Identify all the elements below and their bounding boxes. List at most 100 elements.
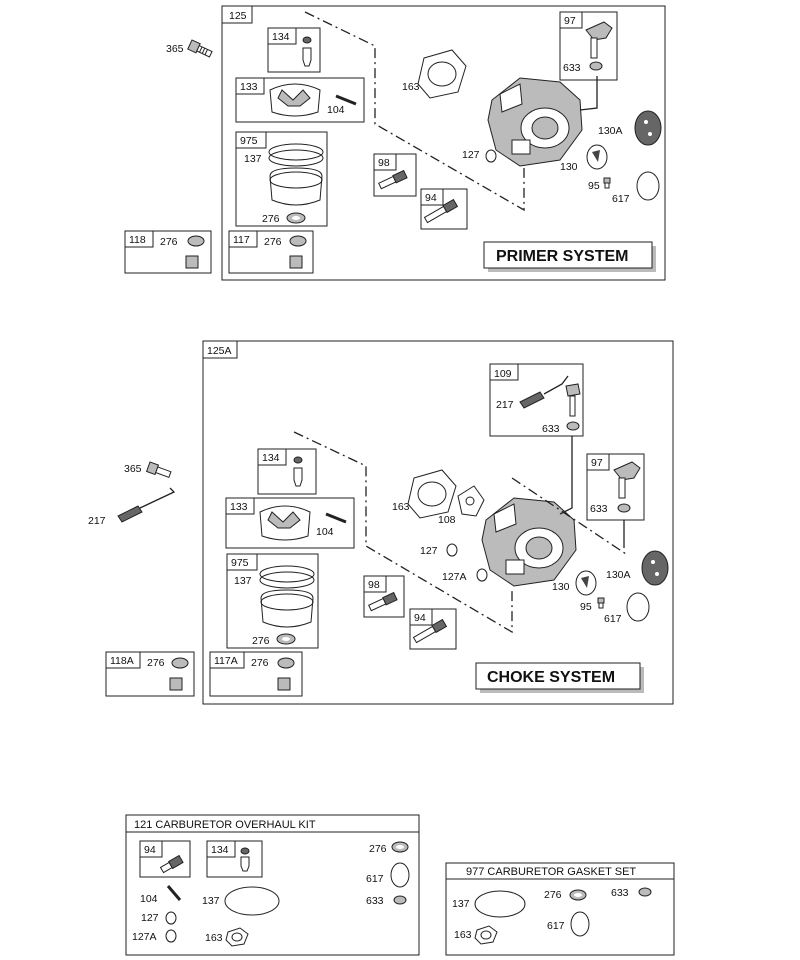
label-109: 109 [494,368,512,380]
primer-part-97: 97 633 [559,11,618,81]
choke-system-section: 125A 365 217 134 133 [88,340,674,705]
kit-part-94: 94 [139,840,191,878]
label-217: 217 [88,515,106,527]
primer-part-617: 617 [612,171,660,205]
label-127: 127 [420,545,438,557]
label-137: 137 [234,575,252,587]
label-276: 276 [251,657,269,669]
label-127A: 127A [442,571,467,583]
choke-dash-line-2 [511,477,627,555]
label-127: 127 [462,149,480,161]
label-276: 276 [264,236,282,248]
choke-part-133: 133 104 [225,497,355,549]
choke-part-217: 217 [88,487,176,527]
choke-part-130A: 130A [606,550,669,586]
choke-ref-label: 125A [207,345,232,357]
kit-part-127: 127 [141,911,177,925]
choke-part-108: 108 [438,485,485,526]
label-276: 276 [544,889,562,901]
choke-part-117A: 117A 276 [209,651,303,697]
primer-part-117: 117 276 [228,230,314,274]
kit-part-276: 276 [369,841,409,855]
choke-part-98: 98 [363,575,405,618]
kit-part-163: 163 [205,927,249,947]
primer-part-163: 163 [402,49,467,99]
label-276: 276 [262,213,280,225]
choke-part-94: 94 [409,608,457,650]
choke-part-163: 163 [392,469,457,519]
kit-part-104: 104 [140,885,182,905]
label-118A: 118A [110,655,134,667]
primer-frame [221,5,666,281]
label-633: 633 [590,503,608,515]
label-95: 95 [580,601,592,613]
label-137: 137 [202,895,220,907]
label-118: 118 [129,234,146,246]
gasket-part-617: 617 [547,911,590,937]
label-94: 94 [414,612,426,624]
choke-part-365: 365 [124,461,172,479]
label-94: 94 [144,844,156,856]
primer-part-98: 98 [373,153,417,197]
choke-part-975: 975 137 276 [226,553,319,649]
label-975: 975 [240,135,258,147]
primer-part-133: 133 104 [235,77,365,123]
label-633: 633 [366,895,384,907]
kit-part-633: 633 [366,895,407,907]
kit-part-617: 617 [366,862,410,888]
label-127A: 127A [132,931,157,943]
gasket-part-633: 633 [611,887,652,899]
choke-part-118A: 118A 276 [105,651,195,697]
choke-part-109: 109 217 633 [489,363,584,437]
label-134: 134 [272,31,290,43]
primer-solid-line [579,76,598,111]
overhaul-kit-frame [125,814,420,956]
label-117: 117 [233,234,250,246]
label-130: 130 [552,581,570,593]
label-97: 97 [564,15,576,27]
gasket-part-137: 137 [452,890,526,918]
label-163: 163 [392,501,410,513]
primer-part-130: 130 [560,144,608,173]
gasket-set-frame [445,862,675,956]
choke-part-97: 97 633 [586,453,645,521]
label-365: 365 [124,463,142,475]
label-97: 97 [591,457,603,469]
primer-carburetor-body [487,77,583,167]
label-633: 633 [563,62,581,74]
label-104: 104 [316,526,334,538]
primer-dash-line [304,11,525,212]
label-134: 134 [211,844,229,856]
kit-part-134: 134 [206,840,263,878]
label-276: 276 [252,635,270,647]
primer-part-134: 134 [267,27,321,73]
choke-frame [202,340,674,705]
choke-title: CHOKE SYSTEM [487,669,615,686]
primer-part-365: 365 [166,39,213,58]
label-163: 163 [402,81,420,93]
primer-system-section: 125 365 134 133 104 [124,5,666,281]
label-104: 104 [140,893,158,905]
primer-ref-box [221,5,253,24]
label-133: 133 [230,501,248,513]
label-163: 163 [205,932,223,944]
choke-part-130: 130 [552,570,597,596]
label-108: 108 [438,514,456,526]
label-617: 617 [547,920,565,932]
kit-part-137: 137 [202,886,280,916]
label-276: 276 [160,236,178,248]
primer-title-box: PRIMER SYSTEM [483,241,656,272]
label-633: 633 [611,887,629,899]
label-98: 98 [378,157,390,169]
primer-ref-label: 125 [229,10,247,22]
label-617: 617 [612,193,630,205]
label-95: 95 [588,180,600,192]
choke-ref-box [202,340,238,359]
gasket-set-title: 977 CARBURETOR GASKET SET [466,866,636,878]
label-130: 130 [560,161,578,173]
label-276: 276 [369,843,387,855]
label-617: 617 [604,613,622,625]
primer-title: PRIMER SYSTEM [496,248,628,265]
label-975: 975 [231,557,249,569]
label-137: 137 [452,898,470,910]
